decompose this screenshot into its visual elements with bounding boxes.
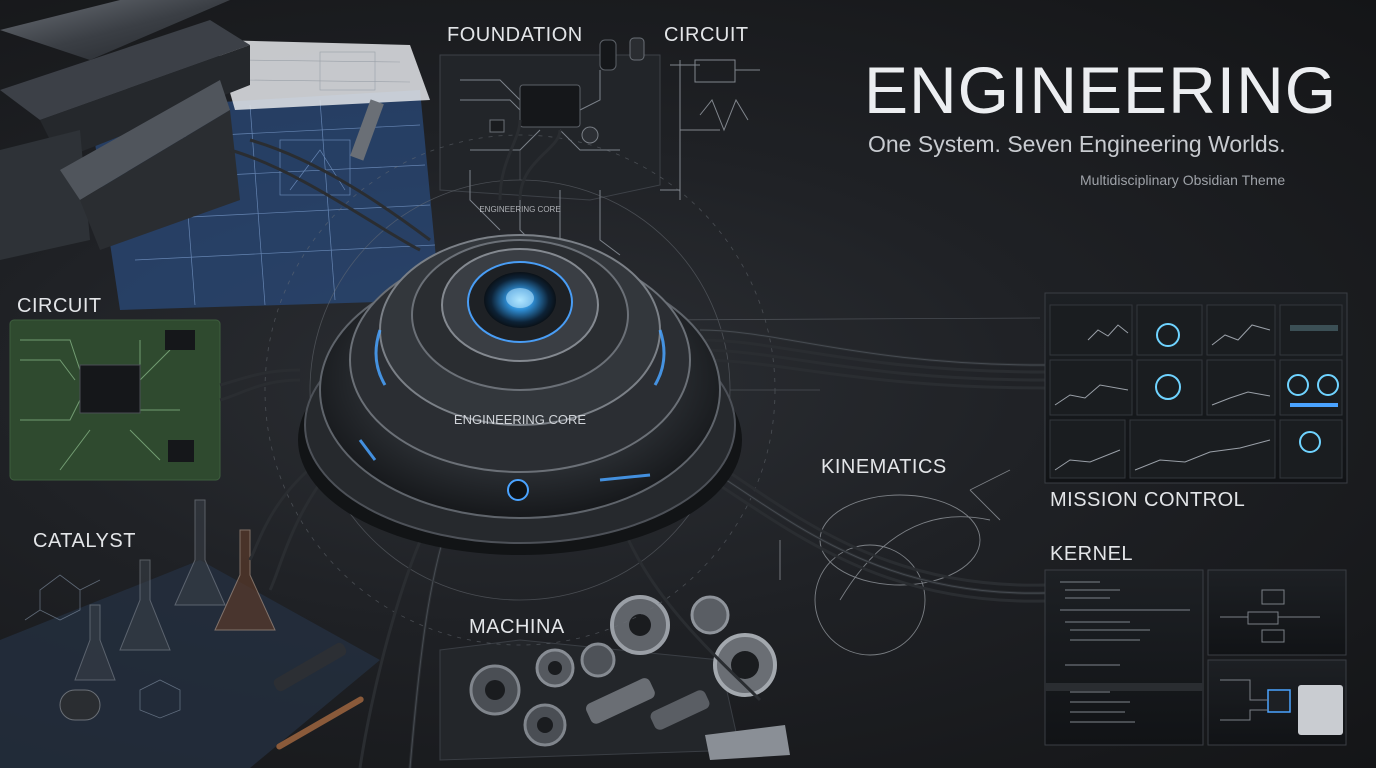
- label-circuit-left: CIRCUIT: [17, 295, 102, 317]
- page-tagline: Multidisciplinary Obsidian Theme: [1080, 172, 1286, 188]
- machina-parts: [439, 595, 790, 761]
- page-title: ENGINEERING: [864, 53, 1338, 127]
- label-kernel: KERNEL: [1050, 543, 1134, 565]
- label-foundation: FOUNDATION: [447, 24, 583, 46]
- steel-beams: [0, 0, 384, 260]
- kernel-windows: [1044, 569, 1347, 746]
- label-machina: MACHINA: [469, 616, 565, 638]
- label-kinematics: KINEMATICS: [821, 456, 947, 478]
- foundation-board: [439, 37, 661, 256]
- mission-control-dashboard: [1044, 292, 1348, 484]
- core-label: ENGINEERING CORE: [454, 412, 587, 427]
- catalyst-lab: [0, 499, 380, 768]
- label-mission-control: MISSION CONTROL: [1050, 489, 1246, 511]
- core-top-label: ENGINEERING CORE: [479, 205, 560, 214]
- label-catalyst: CATALYST: [33, 530, 136, 552]
- guide-arcs: [264, 134, 1041, 646]
- circuit-schematic: [660, 59, 760, 200]
- circuit-board: [9, 319, 221, 481]
- label-circuit-top: CIRCUIT: [664, 24, 749, 46]
- engineering-core: ENGINEERING CORE ENGINEERING CORE: [298, 205, 742, 555]
- page-subtitle: One System. Seven Engineering Worlds.: [868, 131, 1286, 157]
